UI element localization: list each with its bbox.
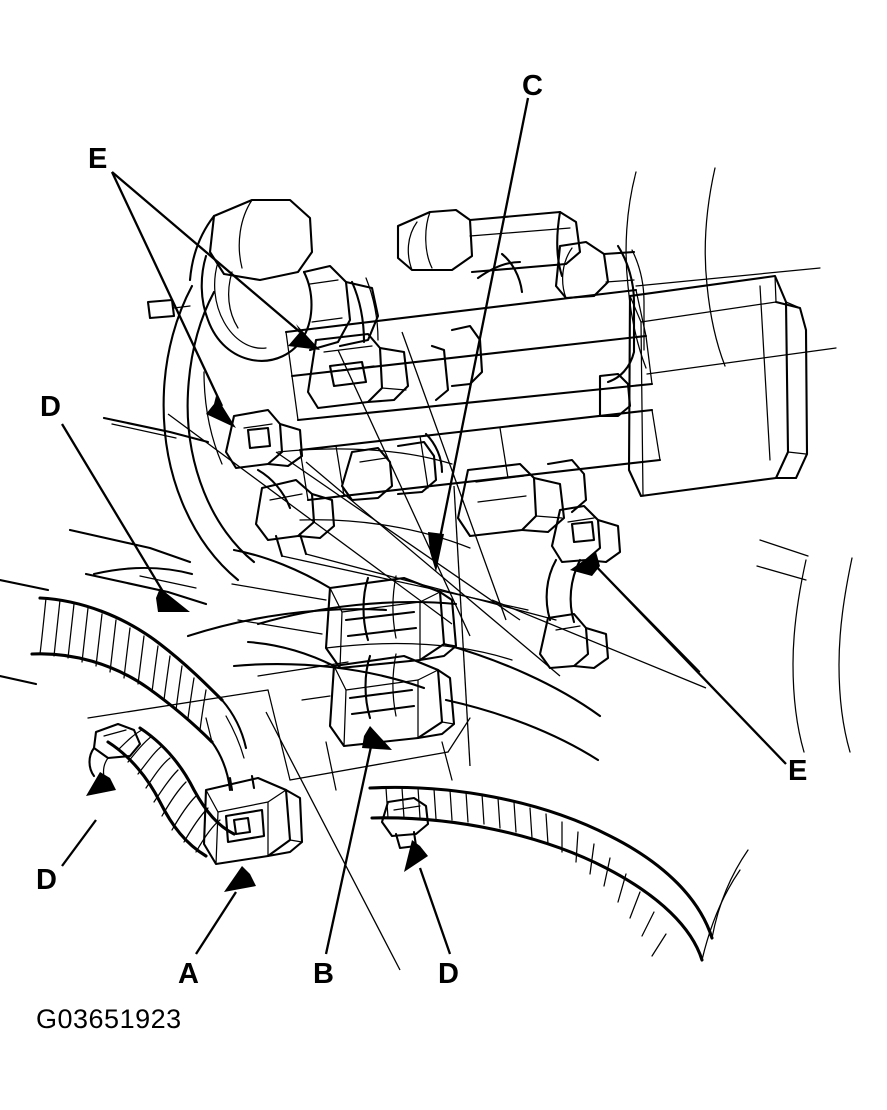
upper-solenoid-assembly (284, 208, 809, 498)
wire-branch-lines (186, 448, 602, 762)
callout-label-c-top: C (522, 70, 543, 102)
lower-rail-assembly (298, 408, 662, 670)
callout-label-d-bottom: D (438, 958, 459, 990)
callout-label-a-bottom: A (178, 958, 199, 990)
callout-label-d-left: D (40, 391, 61, 423)
body-panel-edges (625, 167, 853, 753)
callout-label-e-top-left: E (88, 143, 108, 175)
bottom-left-connector (202, 774, 304, 866)
round-plug-connector (146, 198, 380, 362)
callout-label-b-bottom: B (313, 958, 334, 990)
leader-arrowheads (86, 324, 600, 892)
left-wire-branches (0, 416, 210, 686)
figure-id-text: G03651923 (36, 1004, 182, 1034)
callout-label-d-lower-left: D (36, 864, 57, 896)
corrugated-conduit-left (30, 596, 248, 792)
leader-lines (61, 97, 787, 971)
corrugated-conduit-lower (88, 722, 236, 858)
stacked-connectors-center (324, 575, 458, 748)
callout-label-e-right: E (788, 755, 808, 787)
harness-tube-left (162, 284, 256, 582)
support-plate-outlines (87, 661, 471, 791)
corrugated-conduit-right (368, 785, 749, 962)
